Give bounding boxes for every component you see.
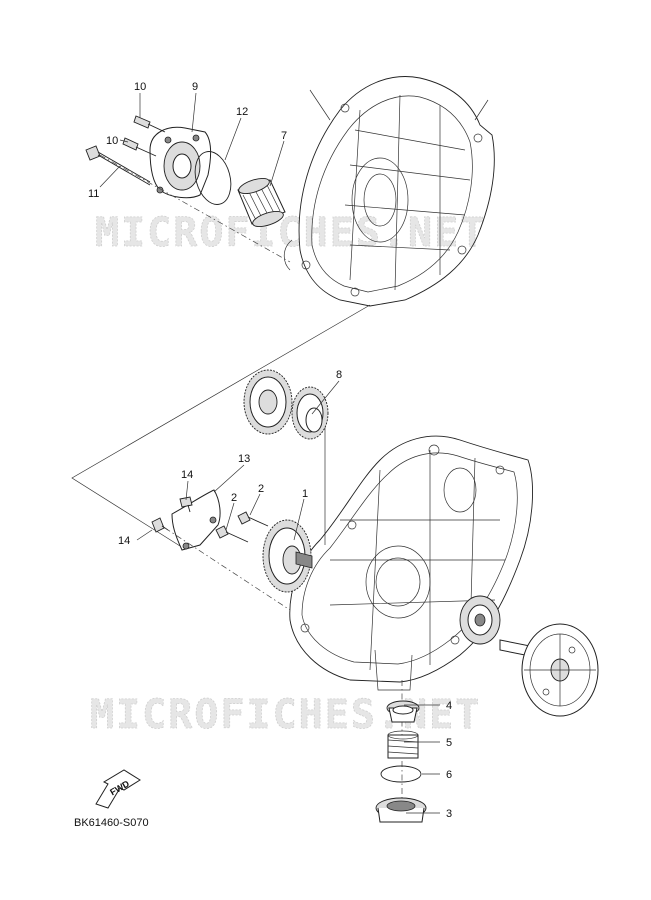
callout-12: 12 [236,106,248,118]
callout-10-lower: 10 [106,135,118,147]
part-11-long-bolt [85,145,151,186]
part-2-bolt-upper [237,511,269,527]
part-4-strainer [386,700,420,723]
part-5-spring [387,730,419,759]
callout-2-lower: 2 [231,492,237,504]
centerline-lower [164,527,291,611]
part-6-o-ring [380,765,422,783]
fwd-arrow-icon: FWD [95,769,141,809]
callout-1: 1 [302,488,308,500]
part-9-filter-cover [149,126,212,199]
watermark-bottom: MICROFICHES.NET [90,692,481,738]
callout-9: 9 [192,81,198,93]
crankcase-cover-upper [283,76,495,307]
rotor-assembly [499,623,599,717]
part-8-gear-small [291,386,329,440]
callout-13: 13 [238,453,250,465]
connector-line [71,304,371,547]
callout-4: 4 [446,700,452,712]
part-7-oil-filter [237,177,286,228]
part-13-plate [171,489,221,551]
part-3-drain-plug [375,797,427,823]
part-12-o-ring [194,151,232,205]
callout-6: 6 [446,769,452,781]
part-8-gear-large [243,369,293,435]
part-10-bolt-lower [122,137,157,157]
leader-lines [99,92,440,814]
callout-14-lower: 14 [118,535,130,547]
callout-5: 5 [446,737,452,749]
callout-7: 7 [281,130,287,142]
part-14-screw-upper [179,496,193,513]
part-2-bolt-lower [215,525,249,543]
callouts: 10 10 9 12 7 11 8 14 13 2 2 1 14 4 5 6 3 [88,81,452,820]
reference-code: BK61460-S070 [74,817,149,829]
callout-14-upper: 14 [181,469,193,481]
part-10-bolt-upper [133,115,166,133]
watermark-top: MICROFICHES.NET [95,210,486,256]
callout-3: 3 [446,808,452,820]
part-1-oil-pump-gear [262,519,313,593]
centerline-upper [99,154,291,263]
callout-11: 11 [88,188,99,200]
crankcase-lower [289,435,533,691]
callout-10-top: 10 [134,81,146,93]
callout-2-upper: 2 [258,483,264,495]
callout-8: 8 [336,369,342,381]
